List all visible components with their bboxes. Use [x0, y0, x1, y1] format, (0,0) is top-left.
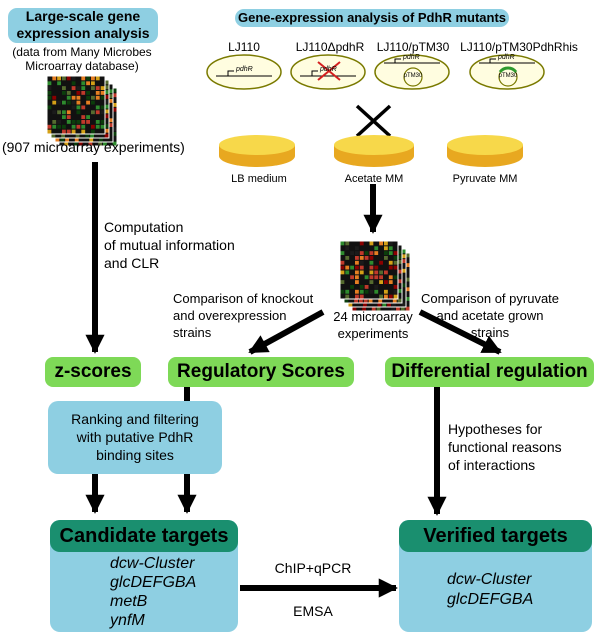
petri-dish-pyruvate-icon — [447, 135, 523, 167]
candidate-target-ynfm: ynfM — [110, 612, 145, 629]
strain-cell-ptm30pdhrhis-icon — [469, 54, 545, 90]
ranking-line3: binding sites — [96, 447, 174, 463]
hypotheses-note: Hypotheses for functional reasons of int… — [448, 420, 562, 474]
comparison-knockout-line1: Comparison of knockout — [173, 291, 314, 306]
ranking-filter-box — [48, 401, 222, 474]
data-source-line1: (data from Many Microbes — [12, 45, 152, 59]
petri-dish-acetate-icon — [334, 135, 414, 167]
experiment-count-left: (907 microarray experiments) — [2, 139, 185, 155]
ranking-filter-text: Ranking and filtering with putative PdhR… — [71, 410, 199, 464]
strain-label-knockout: LJ110ΔpdhR — [295, 40, 365, 54]
medium-label-lb: LB medium — [231, 173, 287, 185]
comparison-pyruvate-line3: strains — [470, 325, 510, 340]
large-scale-title-line1: Large-scale gene — [25, 8, 141, 24]
comparison-pyruvate-note: Comparison of pyruvate and acetate grown… — [421, 290, 559, 341]
gene-label-lj110: pdhR — [236, 66, 253, 73]
comparison-pyruvate-line2: and acetate grown — [436, 308, 544, 323]
candidate-targets-title: Candidate targets — [50, 520, 238, 552]
hypotheses-line2: functional reasons — [448, 439, 562, 455]
verified-target-glc: glcDEFGBA — [447, 591, 534, 608]
strain-cell-lj110-icon — [206, 54, 282, 90]
computation-line3: and CLR — [104, 255, 160, 271]
z-scores-label: z-scores — [45, 357, 141, 387]
ranking-line1: Ranking and filtering — [71, 411, 199, 427]
gene-label-ptm30pdhrhis: pdhR — [498, 54, 515, 61]
comparison-knockout-note: Comparison of knockout and overexpressio… — [173, 290, 313, 341]
computation-line2: of mutual information — [104, 237, 235, 253]
experiment-count-center-line2: experiments — [337, 326, 409, 341]
strain-label-lj110: LJ110 — [228, 40, 260, 54]
strain-label-ptm30pdhrhis: LJ110/pTM30PdhRhis — [460, 40, 578, 54]
comparison-pyruvate-line1: Comparison of pyruvate — [421, 291, 560, 306]
microarray-stack-center-icon — [339, 240, 411, 312]
regulatory-scores-label: Regulatory Scores — [168, 357, 354, 387]
computation-note: Computation of mutual information and CL… — [104, 218, 235, 272]
gene-label-knockout: pdhR — [320, 66, 337, 73]
strain-cell-knockout-icon — [290, 54, 366, 90]
large-scale-analysis-title: Large-scale gene expression analysis — [8, 8, 158, 43]
strain-cell-ptm30-icon — [374, 54, 450, 90]
comparison-knockout-line3: strains — [173, 325, 212, 340]
differential-regulation-label: Differential regulation — [385, 357, 594, 387]
cross-mark-icon — [355, 104, 392, 138]
candidate-target-dcw: dcw-Cluster — [110, 554, 194, 573]
data-source-line2: Microarray database) — [25, 59, 139, 73]
method-emsa: EMSA — [293, 603, 333, 619]
computation-line1: Computation — [104, 219, 184, 235]
medium-label-acetate: Acetate MM — [344, 173, 404, 185]
gene-label-ptm30: pdhR — [403, 54, 420, 61]
comparison-knockout-line2: and overexpression — [173, 308, 287, 323]
candidate-target-glc: glcDEFGBA — [110, 574, 197, 591]
candidate-target-metb: metB — [110, 593, 148, 610]
medium-label-pyruvate: Pyruvate MM — [452, 173, 518, 185]
hypotheses-line1: Hypotheses for — [448, 421, 543, 437]
ranking-line2: with putative PdhR — [76, 429, 194, 445]
strain-label-ptm30: LJ110/pTM30 — [376, 40, 450, 54]
pdhr-mutants-title: Gene-expression analysis of PdhR mutants — [235, 9, 509, 27]
method-chip-qpcr: ChIP+qPCR — [274, 560, 352, 576]
flow-arrows — [85, 162, 502, 598]
petri-dish-lb-icon — [219, 135, 295, 167]
plasmid-label-ptm30: pTM30 — [403, 73, 423, 79]
experiment-count-center: 24 microarray experiments — [333, 308, 412, 342]
experiment-count-center-line1: 24 microarray — [333, 309, 413, 324]
hypotheses-line3: of interactions — [448, 457, 536, 473]
data-source-note: (data from Many Microbes Microarray data… — [12, 45, 151, 73]
large-scale-title-line2: expression analysis — [16, 25, 150, 41]
microarray-stack-left-icon — [46, 75, 118, 147]
candidate-target-dcw-text: dcw-Cluster — [110, 555, 195, 572]
verified-target-dcw: dcw-Cluster — [447, 571, 532, 588]
verified-targets-title: Verified targets — [399, 520, 592, 552]
plasmid-label-ptm30pdhrhis: pTM30 — [498, 73, 518, 79]
